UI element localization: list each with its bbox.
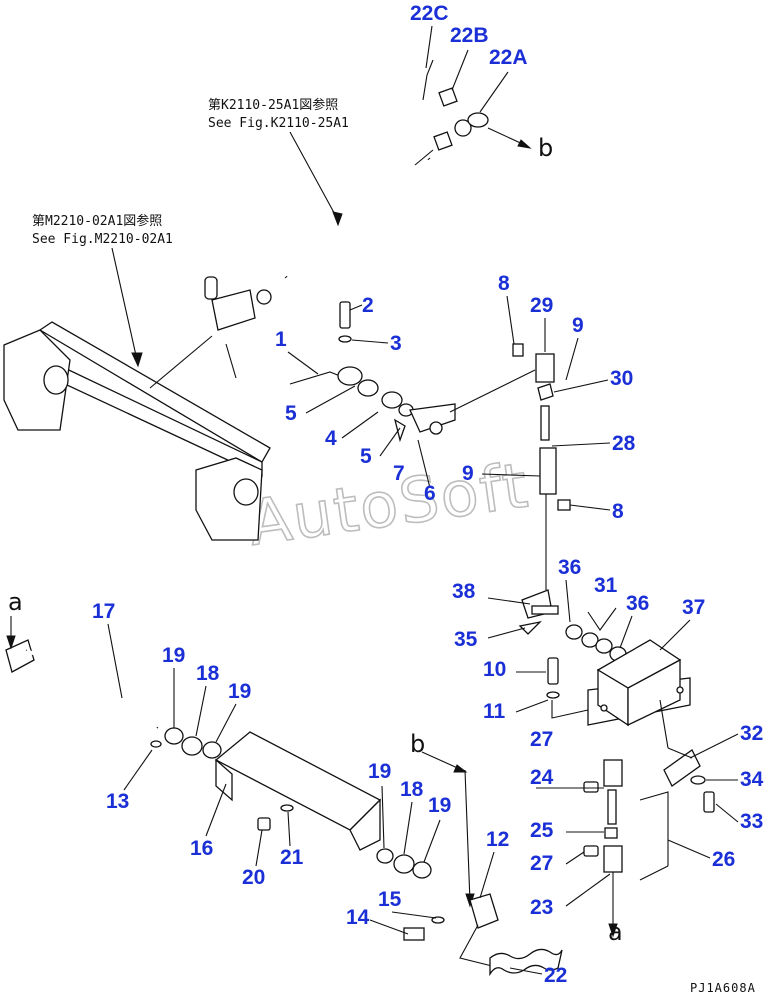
arrow-marker-b-lower: b: [410, 730, 468, 773]
part-label: 21: [280, 846, 304, 869]
leader-lines: [107, 25, 739, 975]
pedal-spring-assembly: [403, 769, 563, 977]
part-label: 17: [92, 600, 115, 623]
part-label: 19: [162, 644, 185, 667]
part-label: 25: [530, 819, 554, 842]
drawing-code: PJ1A608A: [690, 981, 756, 995]
part-label: 22B: [450, 24, 489, 47]
part-label: 9: [462, 462, 474, 485]
part-label: 7: [393, 462, 405, 485]
reference-jp: 第K2110-25A1図参照: [208, 97, 338, 113]
part-label: 30: [610, 367, 633, 390]
part-label: 33: [740, 810, 763, 833]
part-label: 26: [712, 848, 735, 871]
part-label: 4: [325, 427, 337, 450]
part-label: 32: [740, 722, 763, 745]
link-assembly: [583, 759, 669, 938]
part-label: 29: [530, 294, 553, 317]
part-label: 34: [740, 768, 764, 791]
vertical-rod-assembly: [512, 343, 627, 662]
part-label: 18: [196, 662, 220, 685]
svg-text:b: b: [410, 730, 425, 758]
lever-assembly: [289, 301, 536, 489]
part-label: 19: [368, 760, 391, 783]
arrow-marker-a-left: a: [6, 588, 23, 650]
part-label: 20: [242, 866, 265, 889]
part-label: 6: [424, 482, 436, 505]
arrow-marker-a-lower: a: [608, 918, 623, 946]
arrow-marker-b-top: b: [538, 134, 553, 162]
part-label: 27: [530, 728, 553, 751]
svg-text:b: b: [538, 134, 553, 162]
part-label: 18: [400, 778, 424, 801]
part-label: 1: [275, 328, 287, 351]
svg-text:a: a: [608, 918, 623, 946]
part-label: 14: [346, 906, 370, 929]
main-frame: [3, 276, 271, 541]
watermark: AutoSoft: [244, 448, 534, 560]
small-lever: [663, 747, 715, 813]
part-label: 27: [530, 852, 553, 875]
part-label: 19: [228, 680, 251, 703]
part-label: 36: [626, 592, 649, 615]
part-label: 28: [612, 432, 636, 455]
part-label: 24: [530, 766, 554, 789]
part-label: 15: [378, 888, 402, 911]
part-label: 37: [682, 596, 705, 619]
part-label: 2: [362, 294, 374, 317]
bracket: [214, 731, 432, 879]
svg-text:a: a: [8, 588, 23, 616]
part-label: 9: [572, 314, 584, 337]
part-label: 31: [594, 574, 618, 597]
part-label: 13: [106, 790, 129, 813]
part-label: 12: [486, 828, 509, 851]
solenoid-box: [587, 639, 691, 749]
part-label: 5: [360, 445, 372, 468]
part-label: 22A: [489, 46, 528, 69]
part-label: 35: [454, 628, 478, 651]
reference-en: See Fig.K2110-25A1: [208, 116, 349, 131]
reference-note-k2110: 第K2110-25A1図参照 See Fig.K2110-25A1: [208, 97, 349, 227]
upper-control-rod: [256, 59, 532, 305]
part-label: 11: [483, 700, 506, 723]
part-label: 8: [498, 272, 510, 295]
reference-jp: 第M2210-02A1図参照: [32, 213, 162, 229]
part-label: 19: [428, 794, 451, 817]
part-label: 38: [452, 580, 476, 603]
part-label: 22C: [410, 2, 449, 25]
bolt-and-washer: [546, 657, 589, 719]
part-label: 36: [558, 556, 581, 579]
reference-note-m2210: 第M2210-02A1図参照 See Fig.M2210-02A1: [32, 213, 173, 368]
part-label: 22: [544, 964, 567, 987]
lower-rod: [5, 639, 222, 759]
part-label: 8: [612, 500, 624, 523]
part-label: 3: [390, 332, 402, 355]
part-label: 23: [530, 896, 553, 919]
part-label: 16: [190, 837, 213, 860]
part-label: 10: [483, 658, 506, 681]
reference-en: See Fig.M2210-02A1: [32, 232, 173, 247]
part-labels: 22C 22B 22A 8 29 2 9 1 3 30 28 5 4 5 7 9…: [92, 2, 764, 987]
part-label: 5: [285, 402, 297, 425]
